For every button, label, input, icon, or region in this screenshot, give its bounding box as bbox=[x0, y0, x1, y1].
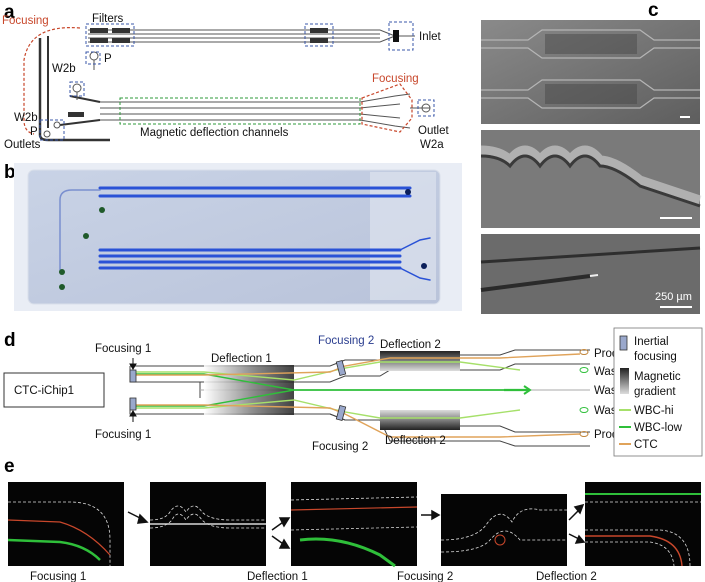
panel-b-chip-photo bbox=[14, 163, 462, 311]
panel-d-outlet-ports bbox=[579, 349, 589, 437]
panel-e-arrows bbox=[127, 503, 586, 549]
panel-a-w2b-top-label: W2b bbox=[52, 63, 76, 75]
panel-a-magnetic-box bbox=[119, 97, 361, 125]
panel-c-sem-channel: 250 µm bbox=[480, 234, 701, 314]
panel-a-outlets-label: Outlets bbox=[4, 139, 41, 151]
panel-e-image-deflection2-outlet bbox=[585, 482, 701, 567]
panel-d-inertial-markers bbox=[129, 359, 347, 422]
panel-d-ctc-box bbox=[3, 372, 105, 408]
panel-d-ctc-box-label: CTC-iChip1 bbox=[14, 385, 74, 397]
legend-ctc-label: CTC bbox=[634, 439, 658, 451]
panel-d-deflection1-label: Deflection 1 bbox=[211, 353, 272, 365]
panel-e-caption-2: Deflection 1 bbox=[247, 571, 308, 582]
panel-a-w2a-label: W2a bbox=[420, 139, 444, 151]
panel-e-image-deflection2 bbox=[440, 494, 567, 566]
panel-e-caption-4: Deflection 2 bbox=[536, 571, 597, 582]
panel-c-sem-serpentine bbox=[480, 130, 702, 228]
panel-a-filters-label: Filters bbox=[92, 13, 124, 25]
panel-d-focusing1-bottom-label: Focusing 1 bbox=[95, 429, 151, 441]
panel-a-outlet-label: Outlet bbox=[418, 125, 449, 137]
panel-letter-a: a bbox=[4, 2, 15, 23]
legend-wbc-hi-label: WBC-hi bbox=[634, 405, 674, 417]
panel-a-magnetic-channels-label: Magnetic deflection channels bbox=[140, 127, 289, 139]
panel-a-focusing-outline-right bbox=[361, 83, 413, 133]
panel-a-w2b-bottom-label: W2b bbox=[14, 112, 38, 124]
panel-letter-d: d bbox=[4, 330, 16, 351]
panel-d-channel-schematic bbox=[129, 349, 590, 447]
panel-d-deflection2-magnet-top bbox=[380, 351, 460, 371]
legend-magnetic-swatch bbox=[620, 368, 629, 394]
panel-e-image-focusing1 bbox=[7, 482, 124, 566]
legend-wbc-low-label: WBC-low bbox=[634, 422, 683, 434]
panel-a-p-bottom-label: P bbox=[30, 126, 38, 138]
panel-d-focusing2-bottom-label: Focusing 2 bbox=[312, 441, 368, 453]
panel-a-focusing-left-label: Focusing bbox=[2, 15, 49, 27]
panel-letter-c: c bbox=[648, 0, 659, 21]
panel-d-deflection2-top-label: Deflection 2 bbox=[380, 339, 441, 351]
legend-magnetic-label-2: gradient bbox=[634, 386, 676, 398]
panel-a-p-top-label: P bbox=[104, 53, 112, 65]
panel-c-sem-filter bbox=[481, 20, 700, 124]
panel-e-caption-3: Focusing 2 bbox=[397, 571, 453, 582]
panel-e-caption-1: Focusing 1 bbox=[30, 571, 86, 582]
panel-letter-e: e bbox=[4, 456, 15, 477]
panel-d-deflection2-magnet-bottom bbox=[380, 410, 460, 430]
panel-d-focusing1-top-label: Focusing 1 bbox=[95, 343, 151, 355]
panel-d-trajectories bbox=[130, 353, 581, 438]
panel-d-focusing-arrows bbox=[129, 358, 137, 422]
panel-d-deflection2-bottom-label: Deflection 2 bbox=[385, 435, 446, 447]
panel-d-legend: Inertial focusing Magnetic gradient WBC-… bbox=[613, 327, 703, 457]
panel-a-focusing-outline-left bbox=[23, 27, 81, 135]
legend-magnetic-label-1: Magnetic bbox=[634, 371, 681, 383]
panel-e-image-focusing2 bbox=[290, 482, 418, 568]
legend-inertial-label-2: focusing bbox=[634, 351, 677, 363]
panel-a-filter-boxes bbox=[39, 21, 435, 141]
panel-letter-b: b bbox=[4, 162, 16, 183]
legend-inertial-label-1: Inertial bbox=[634, 336, 669, 348]
panel-e-image-deflection1 bbox=[149, 482, 266, 566]
panel-d-focusing2-top-label: Focusing 2 bbox=[318, 335, 374, 347]
panel-a-inlet-label: Inlet bbox=[419, 31, 442, 43]
panel-a-chip-schematic bbox=[38, 28, 431, 142]
panel-a-focusing-right-label: Focusing bbox=[372, 73, 419, 85]
panel-c-scale-label: 250 µm bbox=[655, 291, 692, 303]
legend-inertial-swatch bbox=[619, 335, 628, 351]
